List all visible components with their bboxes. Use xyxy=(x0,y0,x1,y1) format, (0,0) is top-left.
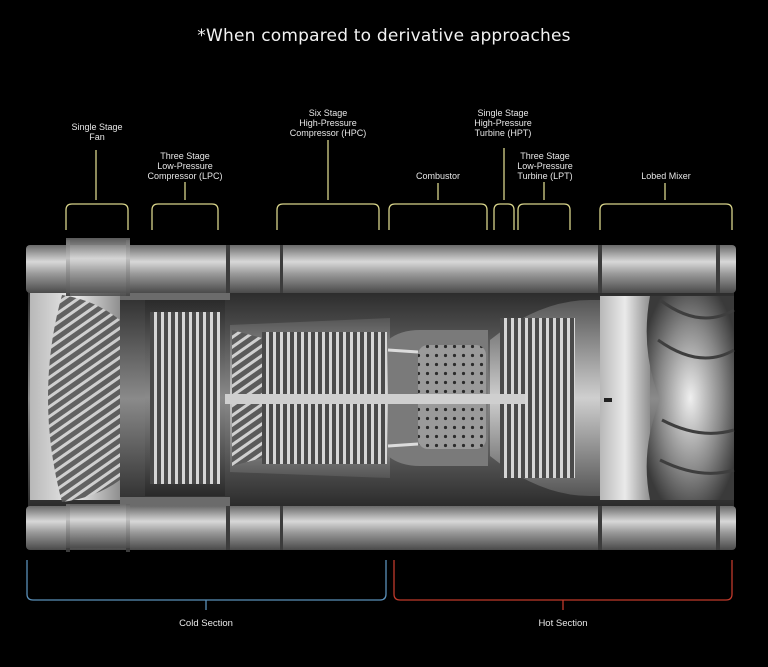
lobed-mixer xyxy=(646,296,734,500)
cold-section-bracket xyxy=(26,560,387,610)
fan-blades xyxy=(48,295,120,502)
casing-bottom xyxy=(26,506,736,550)
hot-section-bracket xyxy=(393,560,733,610)
bypass-wall xyxy=(120,290,230,300)
headline: *When compared to derivative approaches xyxy=(197,26,571,46)
label-mixer: Lobed Mixer xyxy=(641,171,691,181)
central-shaft xyxy=(225,394,525,404)
hot-section-label: Hot Section xyxy=(538,618,588,629)
lpc-stages xyxy=(150,312,220,484)
casing-top xyxy=(26,245,736,293)
label-combustor: Combustor xyxy=(415,171,460,181)
component-brackets xyxy=(65,140,733,230)
cold-section-label: Cold Section xyxy=(179,618,233,629)
